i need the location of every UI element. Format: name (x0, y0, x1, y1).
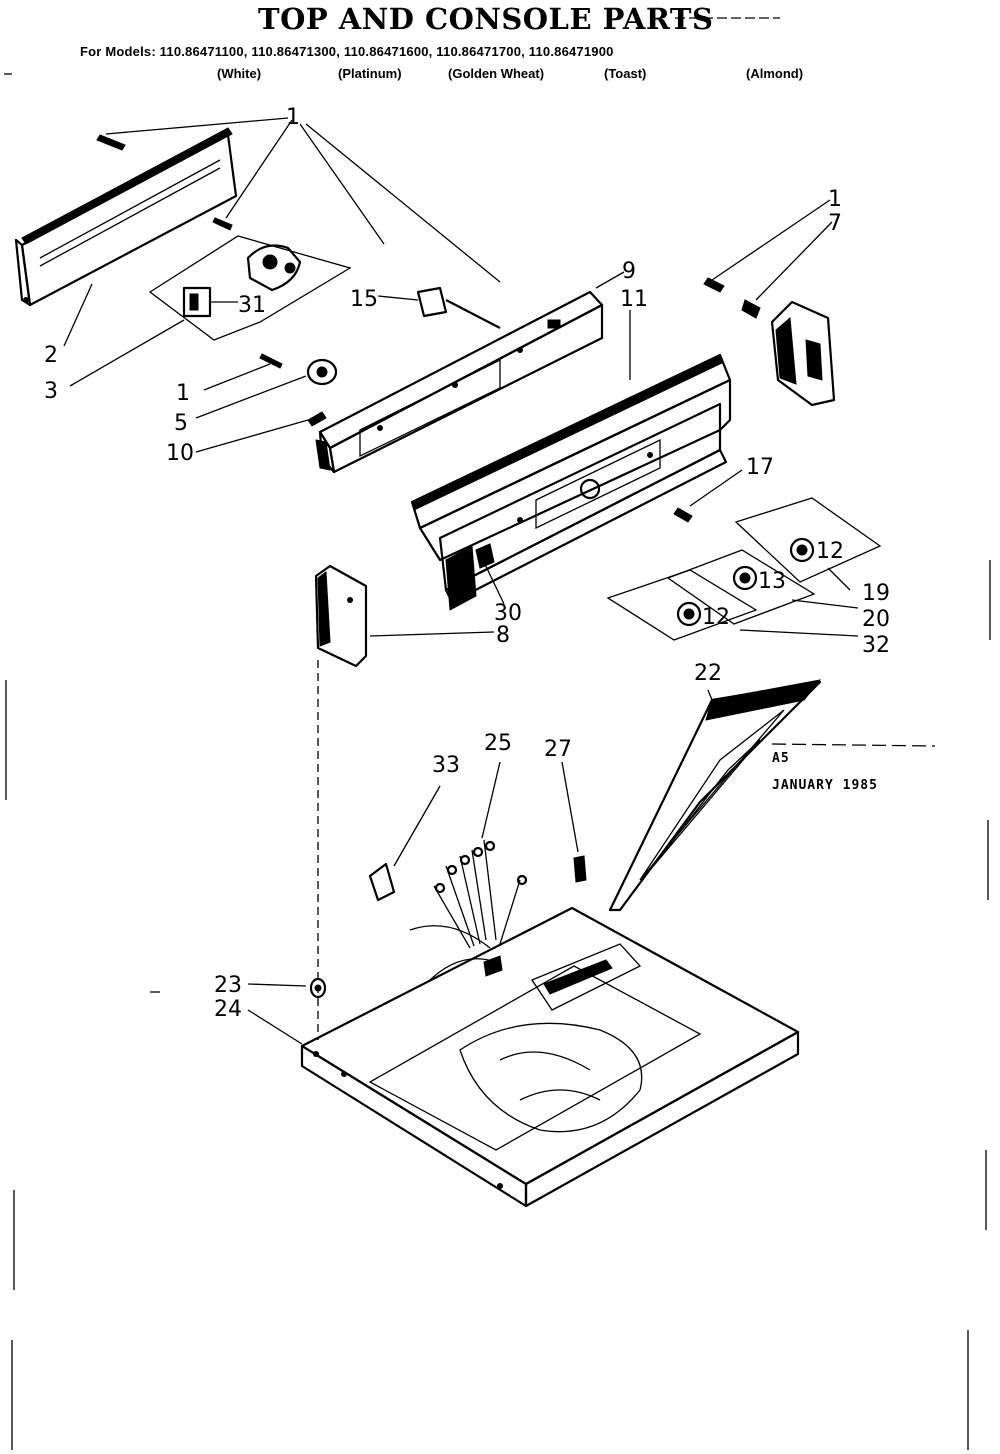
callout-9: 9 (622, 259, 636, 284)
console-end-panel (314, 564, 368, 668)
callout-1-left: 1 (176, 381, 190, 406)
switch-15 (416, 286, 501, 329)
color-label-almond: (Almond) (746, 66, 804, 81)
callout-15: 15 (350, 287, 378, 312)
screw-27 (573, 855, 587, 883)
callout-8: 8 (496, 623, 510, 648)
bolt-23 (309, 977, 327, 999)
callout-11: 11 (620, 287, 648, 312)
top-panel-24 (300, 906, 800, 1208)
callout-33: 33 (432, 753, 460, 778)
top-lid-22 (608, 679, 822, 912)
knob-group-20 (666, 549, 816, 625)
screw-icon (96, 134, 233, 231)
callout-31: 31 (238, 293, 266, 318)
callout-23: 23 (214, 973, 242, 998)
callout-10: 10 (166, 441, 194, 466)
callout-25: 25 (484, 731, 512, 756)
callout-13: 13 (758, 569, 786, 594)
callout-5: 5 (174, 411, 188, 436)
scan-marks (5, 560, 991, 1450)
callout-30: 30 (494, 601, 522, 626)
screw-17 (673, 507, 693, 523)
color-label-white: (White) (217, 66, 262, 81)
callout-1-right: 1 (828, 187, 842, 212)
callout-22: 22 (694, 661, 722, 686)
color-label-toast: (Toast) (604, 66, 647, 81)
color-label-platinum: (Platinum) (338, 66, 402, 81)
clip-10 (307, 411, 327, 427)
leader-lines (63, 117, 936, 1045)
page-title: TOP AND CONSOLE PARTS (258, 2, 714, 36)
callout-20: 20 (862, 607, 890, 632)
console-housing (410, 353, 732, 611)
switch-bracket-group (148, 235, 352, 341)
knob-group-19 (734, 497, 882, 583)
callout-7: 7 (828, 211, 842, 236)
stamp-date: JANUARY 1985 (772, 778, 878, 793)
callout-2: 2 (44, 343, 58, 368)
callout-12-a: 12 (816, 539, 844, 564)
callout-27: 27 (544, 737, 572, 762)
control-panel-bracket (315, 290, 604, 474)
callout-3: 3 (44, 379, 58, 404)
console-back-panel (14, 127, 238, 307)
callout-19: 19 (862, 581, 890, 606)
callout-12-b: 12 (702, 605, 730, 630)
console-endcap (703, 277, 836, 407)
callout-32: 32 (862, 633, 890, 658)
knob-group-32 (606, 569, 758, 641)
callout-17: 17 (746, 455, 774, 480)
stamp-code: A5 (772, 751, 790, 766)
thermostat-33 (368, 862, 396, 902)
color-label-golden-wheat: (Golden Wheat) (448, 66, 545, 81)
wire-harness-25 (409, 839, 528, 983)
timer-knob-5 (259, 353, 338, 386)
callout-24: 24 (214, 997, 242, 1022)
callout-1-top: 1 (286, 105, 300, 130)
model-numbers: For Models: 110.86471100, 110.86471300, … (80, 44, 614, 59)
